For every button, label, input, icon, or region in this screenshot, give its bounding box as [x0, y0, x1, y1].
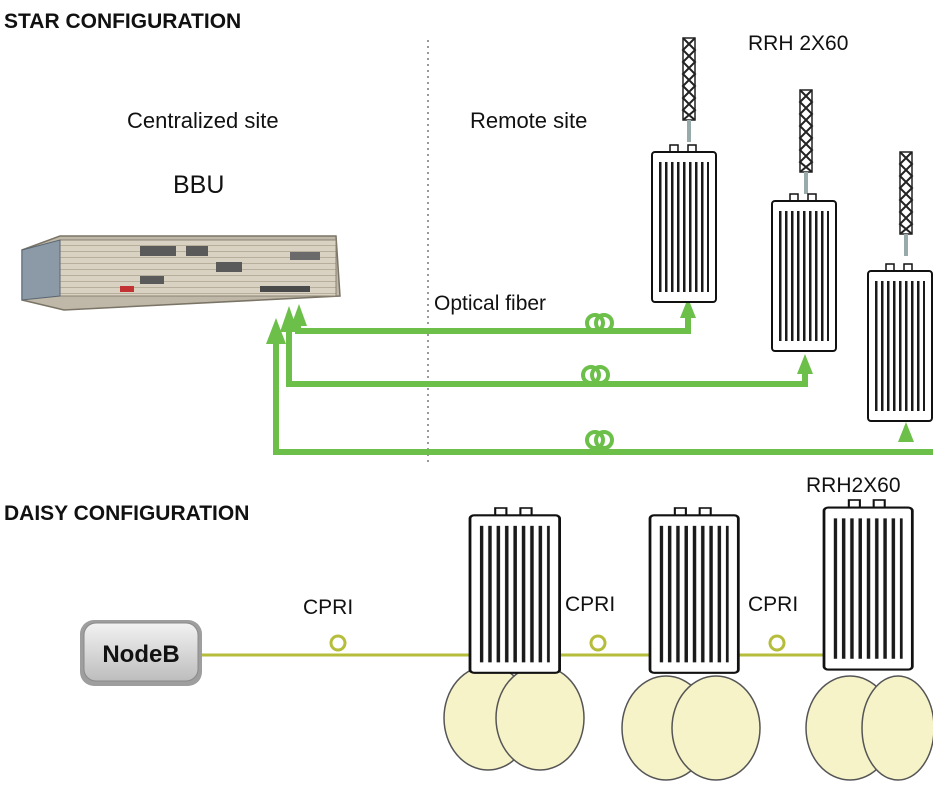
cpri-label-2: CPRI	[565, 593, 615, 616]
daisy-rrh-1	[468, 506, 561, 675]
bbu-label: BBU	[173, 171, 224, 199]
cpri-coil-icon	[589, 634, 607, 652]
cpri-label-1: CPRI	[303, 596, 353, 619]
nodeb-box: NodeB	[80, 620, 202, 686]
daisy-rrh-2	[648, 506, 740, 675]
fiber-coil-icon	[585, 430, 605, 450]
star-rrh-1	[651, 37, 717, 303]
star-rrh-3	[867, 151, 933, 422]
fiber-arrow-1	[266, 318, 286, 344]
daisy-rrh-3	[822, 498, 914, 671]
fiber-arrow-4	[680, 298, 696, 318]
optical-fiber-label: Optical fiber	[434, 292, 546, 315]
fiber-arrow-3	[291, 304, 307, 326]
fiber-link-1	[295, 314, 691, 334]
star-config-title: STAR CONFIGURATION	[4, 10, 241, 33]
daisy-rrh-label: RRH2X60	[806, 474, 901, 497]
cpri-label-3: CPRI	[748, 593, 798, 616]
fiber-coil-icon	[585, 313, 605, 333]
fiber-arrowheads	[266, 298, 914, 442]
daisy-antenna-lobes	[443, 665, 933, 781]
fiber-link-2	[286, 330, 808, 387]
fiber-link-3	[273, 336, 933, 455]
fiber-arrow-6	[898, 422, 914, 442]
fiber-coil-icons	[581, 313, 614, 450]
centralized-site-label: Centralized site	[127, 108, 279, 133]
bbu-rack	[21, 235, 341, 311]
star-rrh-label: RRH 2X60	[748, 32, 848, 55]
daisy-config-title: DAISY CONFIGURATION	[4, 502, 249, 525]
nodeb-label: NodeB	[102, 641, 179, 668]
cpri-coil-icon	[768, 634, 786, 652]
star-rrh-2	[771, 89, 837, 352]
cpri-coil-icon	[329, 634, 347, 652]
optical-fiber-links	[273, 314, 933, 455]
fiber-arrow-5	[797, 354, 813, 374]
remote-site-label: Remote site	[470, 108, 587, 133]
cpri-links	[200, 634, 824, 657]
fiber-coil-icon	[581, 365, 601, 385]
